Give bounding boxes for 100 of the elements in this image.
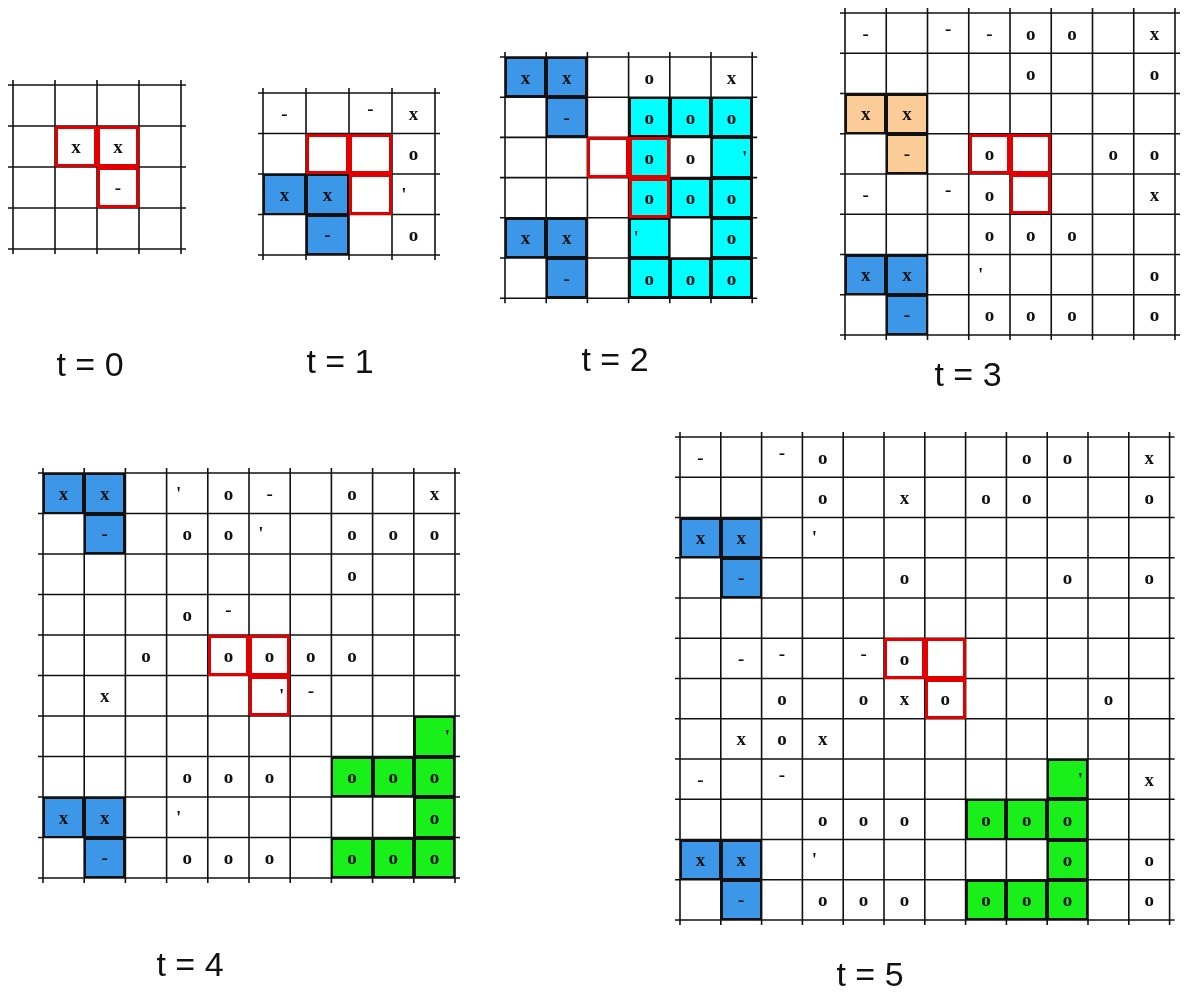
cell-mark: x	[735, 728, 747, 749]
cell-mark: o	[1061, 888, 1074, 913]
cell-mark: o	[346, 483, 358, 504]
cell-mark: x	[694, 848, 707, 873]
highlighted-cell	[1010, 133, 1052, 174]
shaded-cell	[845, 93, 887, 134]
shaded-cell	[669, 258, 711, 299]
cell-mark: -	[737, 648, 746, 669]
cell-mark: x	[898, 487, 911, 508]
highlighted-cell	[249, 675, 291, 716]
cell-mark: o	[776, 728, 788, 749]
cell-mark: -	[100, 846, 109, 871]
cell-mark: x	[1143, 769, 1155, 790]
shaded-cell	[845, 254, 887, 295]
cell-mark: o	[1066, 224, 1078, 245]
cell-mark: o	[346, 523, 358, 544]
highlighted-cell	[207, 635, 249, 676]
cell-mark: o	[684, 186, 697, 211]
shaded-cell	[680, 839, 721, 880]
cell-mark: o	[1024, 304, 1037, 325]
cell-mark: o	[857, 809, 870, 830]
cell-mark: x	[735, 526, 747, 551]
cell-mark: o	[1102, 688, 1115, 709]
cell-mark: -	[859, 643, 868, 664]
shaded-cell	[84, 473, 126, 514]
cell-mark: o	[725, 105, 738, 130]
highlighted-cell	[924, 638, 966, 679]
cell-mark: -	[777, 442, 787, 462]
cell-mark: '	[443, 724, 451, 749]
shaded-cell	[413, 797, 455, 838]
cell-mark: '	[977, 264, 985, 285]
cell-mark: o	[684, 266, 697, 291]
shaded-cell	[43, 473, 85, 514]
cell-mark: o	[857, 688, 870, 709]
shaded-cell	[669, 97, 711, 138]
cell-mark: '	[277, 684, 286, 709]
shaded-cell	[546, 57, 588, 98]
cell-mark: x	[561, 226, 573, 251]
cell-mark: -	[100, 522, 109, 547]
cell-mark: -	[113, 176, 123, 200]
shaded-cell	[965, 879, 1007, 920]
shaded-cell	[628, 217, 670, 258]
cell-mark: o	[983, 224, 996, 245]
shaded-cell	[1006, 799, 1048, 840]
cell-mark: o	[817, 447, 829, 468]
cell-mark: o	[776, 688, 788, 709]
shaded-cell	[886, 254, 928, 295]
shaded-cell	[628, 97, 670, 138]
cell-mark: o	[181, 766, 193, 787]
cell-mark: o	[898, 889, 911, 910]
cell-mark: o	[817, 809, 829, 830]
time-label: t = 4	[156, 945, 224, 984]
cell-mark: x	[898, 688, 911, 709]
cell-mark: o	[817, 889, 829, 910]
cell-mark: -	[696, 769, 705, 790]
cell-mark: '	[174, 807, 183, 828]
shaded-cell	[331, 756, 373, 797]
shaded-cell	[84, 837, 126, 878]
cell-mark: o	[387, 523, 399, 544]
cell-mark: -	[943, 179, 953, 199]
shaded-cell	[1047, 879, 1088, 920]
cell-mark: o	[983, 142, 996, 167]
cell-mark: o	[1143, 487, 1155, 508]
cell-mark: o	[346, 846, 358, 871]
cell-mark: -	[777, 643, 787, 664]
shaded-cell	[965, 799, 1007, 840]
shaded-cell	[505, 57, 547, 98]
cell-mark: o	[1061, 447, 1074, 468]
cell-mark: o	[1021, 447, 1033, 468]
time-label: t = 3	[934, 355, 1002, 394]
cell-mark: o	[346, 564, 358, 585]
cell-mark: o	[181, 604, 193, 625]
shaded-cell	[263, 174, 306, 215]
shaded-cell	[711, 217, 753, 258]
cell-mark: -	[323, 223, 332, 248]
cell-mark: o	[428, 805, 441, 830]
shaded-cell	[711, 177, 753, 218]
shaded-cell	[720, 839, 762, 880]
cell-mark: x	[1148, 184, 1161, 205]
shaded-cell	[886, 133, 928, 174]
cell-mark: o	[387, 765, 399, 790]
cell-mark: o	[1107, 143, 1119, 164]
shaded-cell	[680, 517, 721, 558]
shaded-cell	[372, 837, 414, 878]
shaded-cell	[84, 513, 126, 554]
shaded-cell	[1006, 879, 1048, 920]
cell-mark: x	[99, 685, 111, 706]
cell-mark: o	[222, 643, 235, 668]
cell-mark: o	[1148, 143, 1161, 164]
highlighted-cell	[97, 126, 139, 167]
cell-mark: o	[1143, 889, 1155, 910]
shaded-cell	[306, 174, 349, 215]
cell-mark: o	[1061, 848, 1074, 873]
cell-mark: o	[346, 645, 358, 666]
cell-mark: o	[983, 304, 996, 325]
cell-mark: x	[694, 526, 707, 551]
cell-mark: o	[222, 847, 235, 868]
cell-mark: x	[99, 805, 111, 830]
cell-mark: o	[980, 807, 992, 832]
cell-mark: x	[321, 182, 334, 207]
